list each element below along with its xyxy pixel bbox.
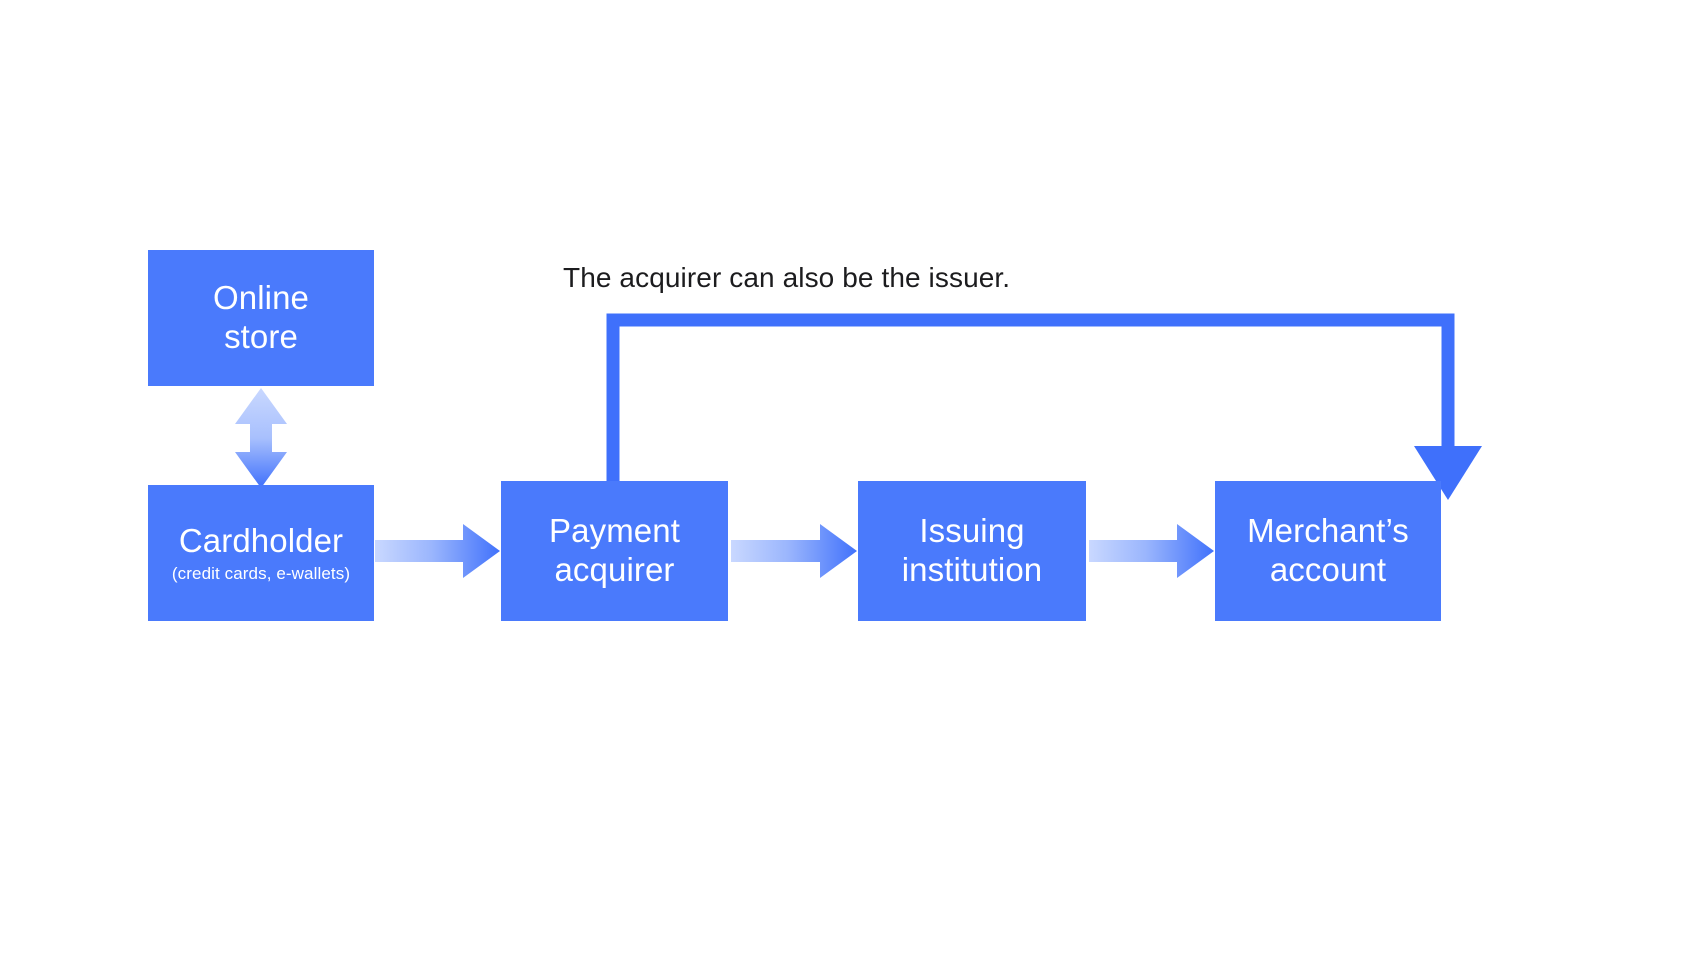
connector-cardholder-payment-acquirer (375, 524, 500, 578)
node-merchants-account-title: Merchant’s account (1247, 512, 1409, 588)
connector-payment-acquirer-issuing-institution (731, 524, 857, 578)
node-cardholder-title: Cardholder (178, 521, 344, 559)
annotation-text: The acquirer can also be the issuer. (563, 262, 1011, 293)
node-cardholder[interactable]: Cardholder (credit cards, e-wallets) (148, 485, 374, 621)
node-online-store-title: Online store (213, 279, 309, 355)
node-merchants-account[interactable]: Merchant’s account (1215, 481, 1441, 621)
connector-issuing-institution-merchants-account (1089, 524, 1214, 578)
node-issuing-institution[interactable]: Issuing institution (858, 481, 1086, 621)
node-issuing-institution-title: Issuing institution (901, 512, 1043, 588)
connector-online-store-cardholder (235, 388, 287, 488)
node-payment-acquirer[interactable]: Payment acquirer (501, 481, 728, 621)
node-payment-acquirer-title: Payment acquirer (549, 512, 680, 588)
node-cardholder-subtitle: (credit cards, e-wallets) (171, 564, 351, 584)
node-online-store[interactable]: Online store (148, 250, 374, 386)
connector-payment-acquirer-merchants-account-routed (606, 313, 1482, 500)
